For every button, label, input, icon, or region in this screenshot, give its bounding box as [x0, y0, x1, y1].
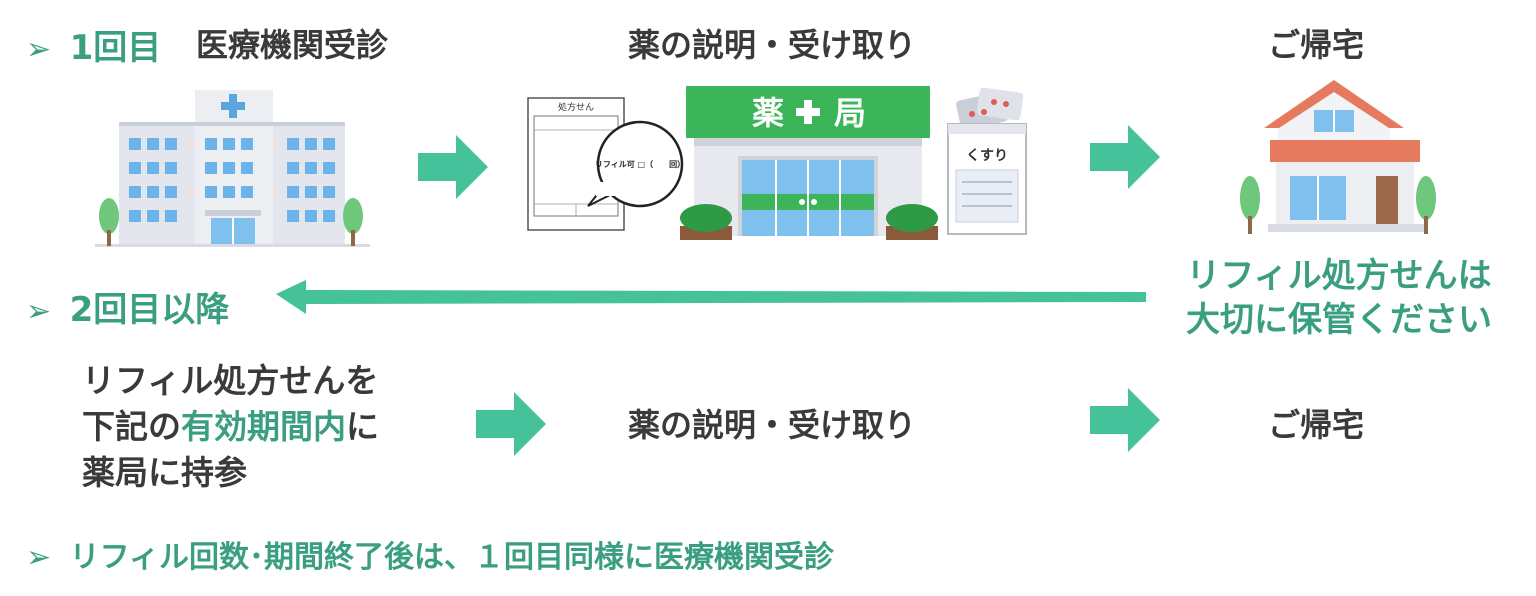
section2-instructions: リフィル処方せんを 下記の有効期間内に 薬局に持参 — [82, 358, 379, 496]
pharmacy-icon: 薬 局 — [680, 86, 938, 240]
bullet-icon: ➢ — [26, 540, 52, 575]
section1-header: ➢ 1回目 — [26, 20, 161, 69]
arrow-right-icon — [476, 392, 546, 456]
step-hospital-label: 医療機関受診 — [196, 26, 389, 64]
bullet-icon: ➢ — [26, 32, 52, 67]
keep-prescription-note: リフィル処方せんは 大切に保管ください — [1164, 254, 1514, 342]
refill-bubble-text: リフィル可 □（ 回） — [595, 159, 685, 169]
section3-note: ➢ リフィル回数･期間終了後は、１回目同様に医療機関受診 — [26, 532, 834, 576]
section2-step-home-label: ご帰宅 — [1268, 406, 1365, 444]
house-icon — [1240, 80, 1436, 234]
step-pharmacy-label: 薬の説明・受け取り — [628, 26, 917, 64]
arrow-left-long-icon — [276, 280, 1146, 314]
arrow-right-icon — [1090, 125, 1160, 189]
arrow-right-icon — [1090, 388, 1160, 452]
keep-note-line2: 大切に保管ください — [1186, 300, 1492, 340]
section2-step-pharmacy-label: 薬の説明・受け取り — [628, 406, 917, 444]
prescription-title: 処方せん — [558, 101, 594, 113]
instruction-line1: リフィル処方せんを — [82, 361, 379, 400]
prescription-icon: 処方せん リフィル可 □（ 回） — [527, 97, 685, 231]
pharmacy-sign-left: 薬 — [752, 94, 784, 132]
instruction-line2-pre: 下記の — [82, 407, 181, 446]
section1-label: 1回目 — [69, 28, 162, 68]
section2-label: 2回目以降 — [69, 290, 230, 330]
bullet-icon: ➢ — [26, 294, 52, 329]
section2-header: ➢ 2回目以降 — [26, 282, 229, 331]
medicine-bag-icon: くすり — [947, 88, 1027, 235]
instruction-line3: 薬局に持参 — [82, 453, 247, 492]
medicine-bag-label: くすり — [966, 148, 1008, 164]
step-home-label: ご帰宅 — [1268, 26, 1365, 64]
instruction-line2-post: に — [346, 407, 379, 446]
arrow-right-icon — [418, 135, 488, 199]
validity-period-highlight: 有効期間内 — [181, 407, 346, 446]
keep-note-line1: リフィル処方せんは — [1186, 256, 1492, 296]
instruction-line2: 下記の有効期間内に — [82, 404, 379, 450]
hospital-icon — [95, 90, 370, 247]
section3-text: リフィル回数･期間終了後は、１回目同様に医療機関受診 — [69, 540, 834, 575]
pharmacy-sign-right: 局 — [834, 94, 866, 132]
